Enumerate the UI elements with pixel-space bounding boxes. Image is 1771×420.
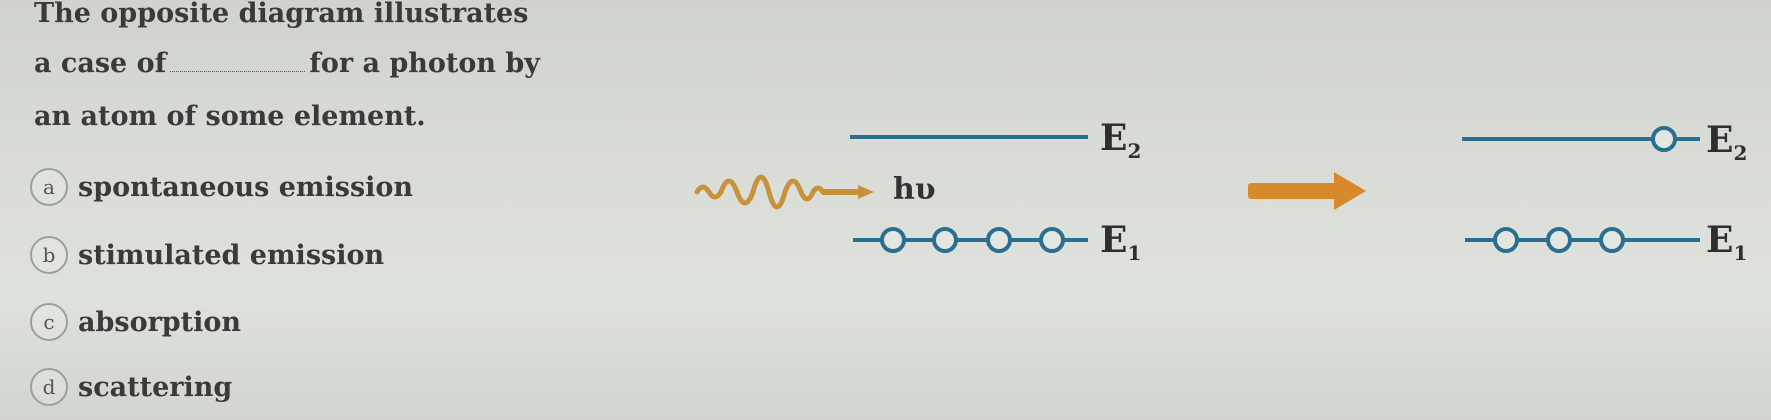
option-c-text: absorption (78, 306, 242, 338)
photon-arrowhead (858, 185, 874, 199)
left-electron-4 (1039, 227, 1065, 253)
right-electron-2 (1546, 227, 1572, 253)
photon-wave (694, 174, 826, 210)
option-a-text: spontaneous emission (78, 171, 414, 203)
answer-blank (170, 53, 306, 72)
right-upper-level-label: E2 (1706, 119, 1748, 166)
question-line-2: a case of for a photon by (34, 50, 540, 77)
option-b[interactable]: b stimulated emission (30, 236, 384, 274)
transition-arrow-head (1334, 172, 1366, 210)
question-line-2-end: for a photon by (309, 48, 540, 79)
right-electron-3 (1599, 227, 1625, 253)
option-a-letter: a (30, 168, 68, 206)
transition-arrow-shaft (1248, 183, 1340, 199)
option-d-letter: d (30, 368, 68, 406)
left-electron-2 (932, 227, 958, 253)
left-lower-level-label: E1 (1100, 219, 1142, 266)
left-electron-1 (880, 227, 906, 253)
option-d-text: scattering (78, 371, 233, 403)
option-d[interactable]: d scattering (30, 368, 232, 406)
right-lower-level-label: E1 (1706, 219, 1748, 266)
photon-energy-label: hυ (893, 172, 936, 207)
question-line-3: an atom of some element. (34, 101, 426, 132)
option-b-letter: b (30, 236, 68, 274)
option-c-letter: c (30, 303, 68, 341)
option-c[interactable]: c absorption (30, 303, 241, 341)
option-a[interactable]: a spontaneous emission (30, 168, 413, 206)
right-electron-1 (1493, 227, 1519, 253)
left-electron-3 (986, 227, 1012, 253)
left-upper-level-label: E2 (1100, 117, 1142, 164)
question-line-1: The opposite diagram illustrates (34, 0, 529, 29)
option-b-text: stimulated emission (78, 239, 385, 271)
question-line-2-start: a case of (34, 48, 167, 79)
right-electron-upper (1651, 126, 1677, 152)
